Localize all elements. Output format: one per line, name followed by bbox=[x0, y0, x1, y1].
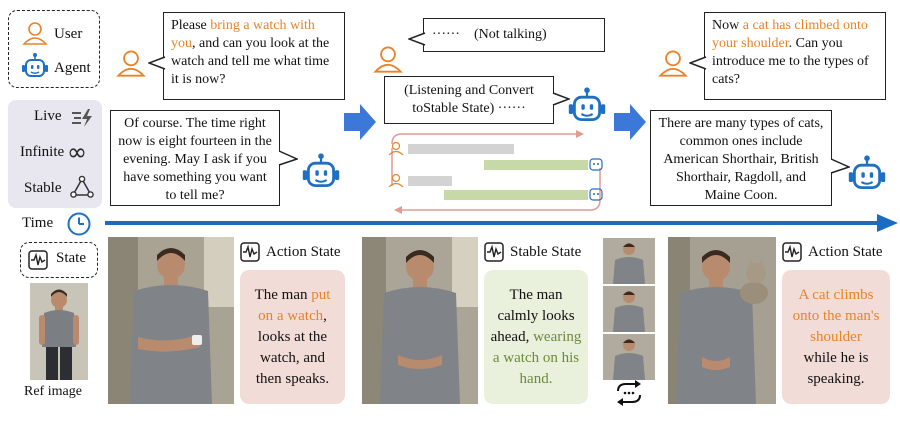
mode-stable-label: Stable bbox=[24, 180, 62, 196]
legend-agent-label: Agent bbox=[54, 60, 91, 76]
ref-image-label: Ref image bbox=[24, 384, 82, 399]
listening-line1: (Listening and Convert bbox=[404, 83, 534, 98]
silent-user-bubble: ······ (Not talking) bbox=[423, 18, 605, 52]
scene1-state-title: Action State bbox=[266, 243, 341, 260]
scene1-video-frame bbox=[108, 237, 234, 404]
state-legend bbox=[20, 242, 98, 278]
mini-robot-icon bbox=[589, 158, 603, 171]
thumbnail-frame bbox=[603, 334, 655, 380]
scene3-state-title: Action State bbox=[808, 243, 883, 260]
scene1-state-header: Action State bbox=[240, 242, 341, 262]
scene2-caption: The man calmly looks ahead, wearing a wa… bbox=[484, 270, 588, 404]
timeline-arrow bbox=[105, 214, 898, 232]
scene3-state-header: Action State bbox=[782, 242, 883, 262]
stable-triangle-icon bbox=[70, 175, 94, 198]
listening-dots: ······ bbox=[497, 101, 526, 116]
agent-speech-bubble: There are many types of cats, common one… bbox=[650, 110, 832, 206]
mode-live-label: Live bbox=[34, 108, 62, 124]
user-icon bbox=[116, 50, 146, 77]
bubble-tail bbox=[148, 56, 166, 70]
mini-user-icon bbox=[388, 173, 404, 188]
loop-icon bbox=[617, 380, 641, 406]
thumbnail-frame bbox=[603, 286, 655, 332]
clock-icon bbox=[67, 212, 91, 236]
mode-infinite-label: Infinite bbox=[20, 144, 65, 160]
agent-response-text: There are many types of cats, common one… bbox=[658, 116, 824, 203]
scene1-caption: The man put on a watch, looks at the wat… bbox=[240, 270, 345, 404]
listening-line2: toStable State) bbox=[412, 101, 495, 116]
role-legend bbox=[8, 10, 100, 88]
reference-image bbox=[30, 283, 88, 380]
caption-highlight: wearing a watch on his hand. bbox=[492, 328, 582, 387]
robot-icon bbox=[568, 87, 606, 121]
mini-robot-icon bbox=[589, 188, 603, 201]
silence-dots: ······ bbox=[432, 27, 460, 42]
caption-text-end: while he is speaking. bbox=[803, 349, 869, 387]
waveform-icon bbox=[240, 242, 260, 262]
not-talking-text: (Not talking) bbox=[473, 27, 547, 42]
caption-highlight: put on a watch bbox=[258, 286, 331, 324]
caption-highlight: A cat climbs onto the man's shoulder bbox=[792, 286, 880, 345]
bubble-tail bbox=[408, 32, 426, 46]
user-speech-bubble: Now a cat has climbed onto your shoulder… bbox=[704, 12, 886, 100]
caption-text-start: The man calmly looks ahead, bbox=[490, 286, 575, 345]
state-label: State bbox=[56, 250, 86, 266]
transition-arrow bbox=[344, 104, 376, 140]
user-text-start: Now bbox=[712, 18, 743, 33]
robot-icon bbox=[302, 153, 340, 187]
agent-icon bbox=[22, 53, 48, 77]
user-icon bbox=[658, 50, 688, 77]
scene3-video-frame bbox=[668, 237, 776, 404]
user-text-end: , and can you look at the watch and tell… bbox=[171, 36, 330, 87]
caption-text-end: , looks at the watch, and then speaks. bbox=[255, 307, 330, 387]
bubble-tail bbox=[689, 56, 707, 70]
time-label: Time bbox=[22, 215, 54, 231]
thumbnail-frame bbox=[603, 238, 655, 284]
agent-speech-bubble: Of course. The time right now is eight f… bbox=[110, 110, 280, 206]
caption-text-start: The man bbox=[254, 286, 312, 303]
waveform-icon bbox=[782, 242, 802, 262]
agent-response-text: Of course. The time right now is eight f… bbox=[118, 116, 272, 203]
user-icon bbox=[22, 22, 48, 45]
scene3-caption: A cat climbs onto the man's shoulder whil… bbox=[782, 270, 890, 404]
user-text-end: . Can you introduce me to the types of c… bbox=[712, 36, 869, 87]
user-text-start: Please bbox=[171, 18, 211, 33]
scene2-state-title: Stable State bbox=[510, 243, 582, 260]
listening-bubble: (Listening and Convert toStable State) ·… bbox=[384, 76, 554, 124]
bubble-tail bbox=[278, 150, 298, 166]
user-text-highlight: a cat has climbed onto your shoulder bbox=[712, 18, 868, 51]
scene2-video-frame bbox=[362, 237, 478, 404]
user-text-highlight: bring a watch with you bbox=[171, 18, 315, 51]
legend-user-label: User bbox=[54, 26, 83, 42]
waveform-icon bbox=[28, 250, 48, 270]
transition-arrow bbox=[614, 104, 646, 140]
scene2-state-header: Stable State bbox=[484, 242, 581, 262]
user-icon bbox=[373, 46, 403, 73]
bubble-tail bbox=[830, 158, 850, 174]
infinity-icon: ∞ bbox=[67, 138, 87, 166]
bubble-tail bbox=[552, 92, 570, 106]
user-speech-bubble: Please bring a watch with you, and can y… bbox=[163, 12, 345, 100]
robot-icon bbox=[848, 155, 886, 189]
mini-user-icon bbox=[388, 141, 404, 156]
live-icon bbox=[72, 109, 92, 127]
conversation-loop-diagram bbox=[388, 130, 603, 214]
waveform-icon bbox=[484, 242, 504, 262]
